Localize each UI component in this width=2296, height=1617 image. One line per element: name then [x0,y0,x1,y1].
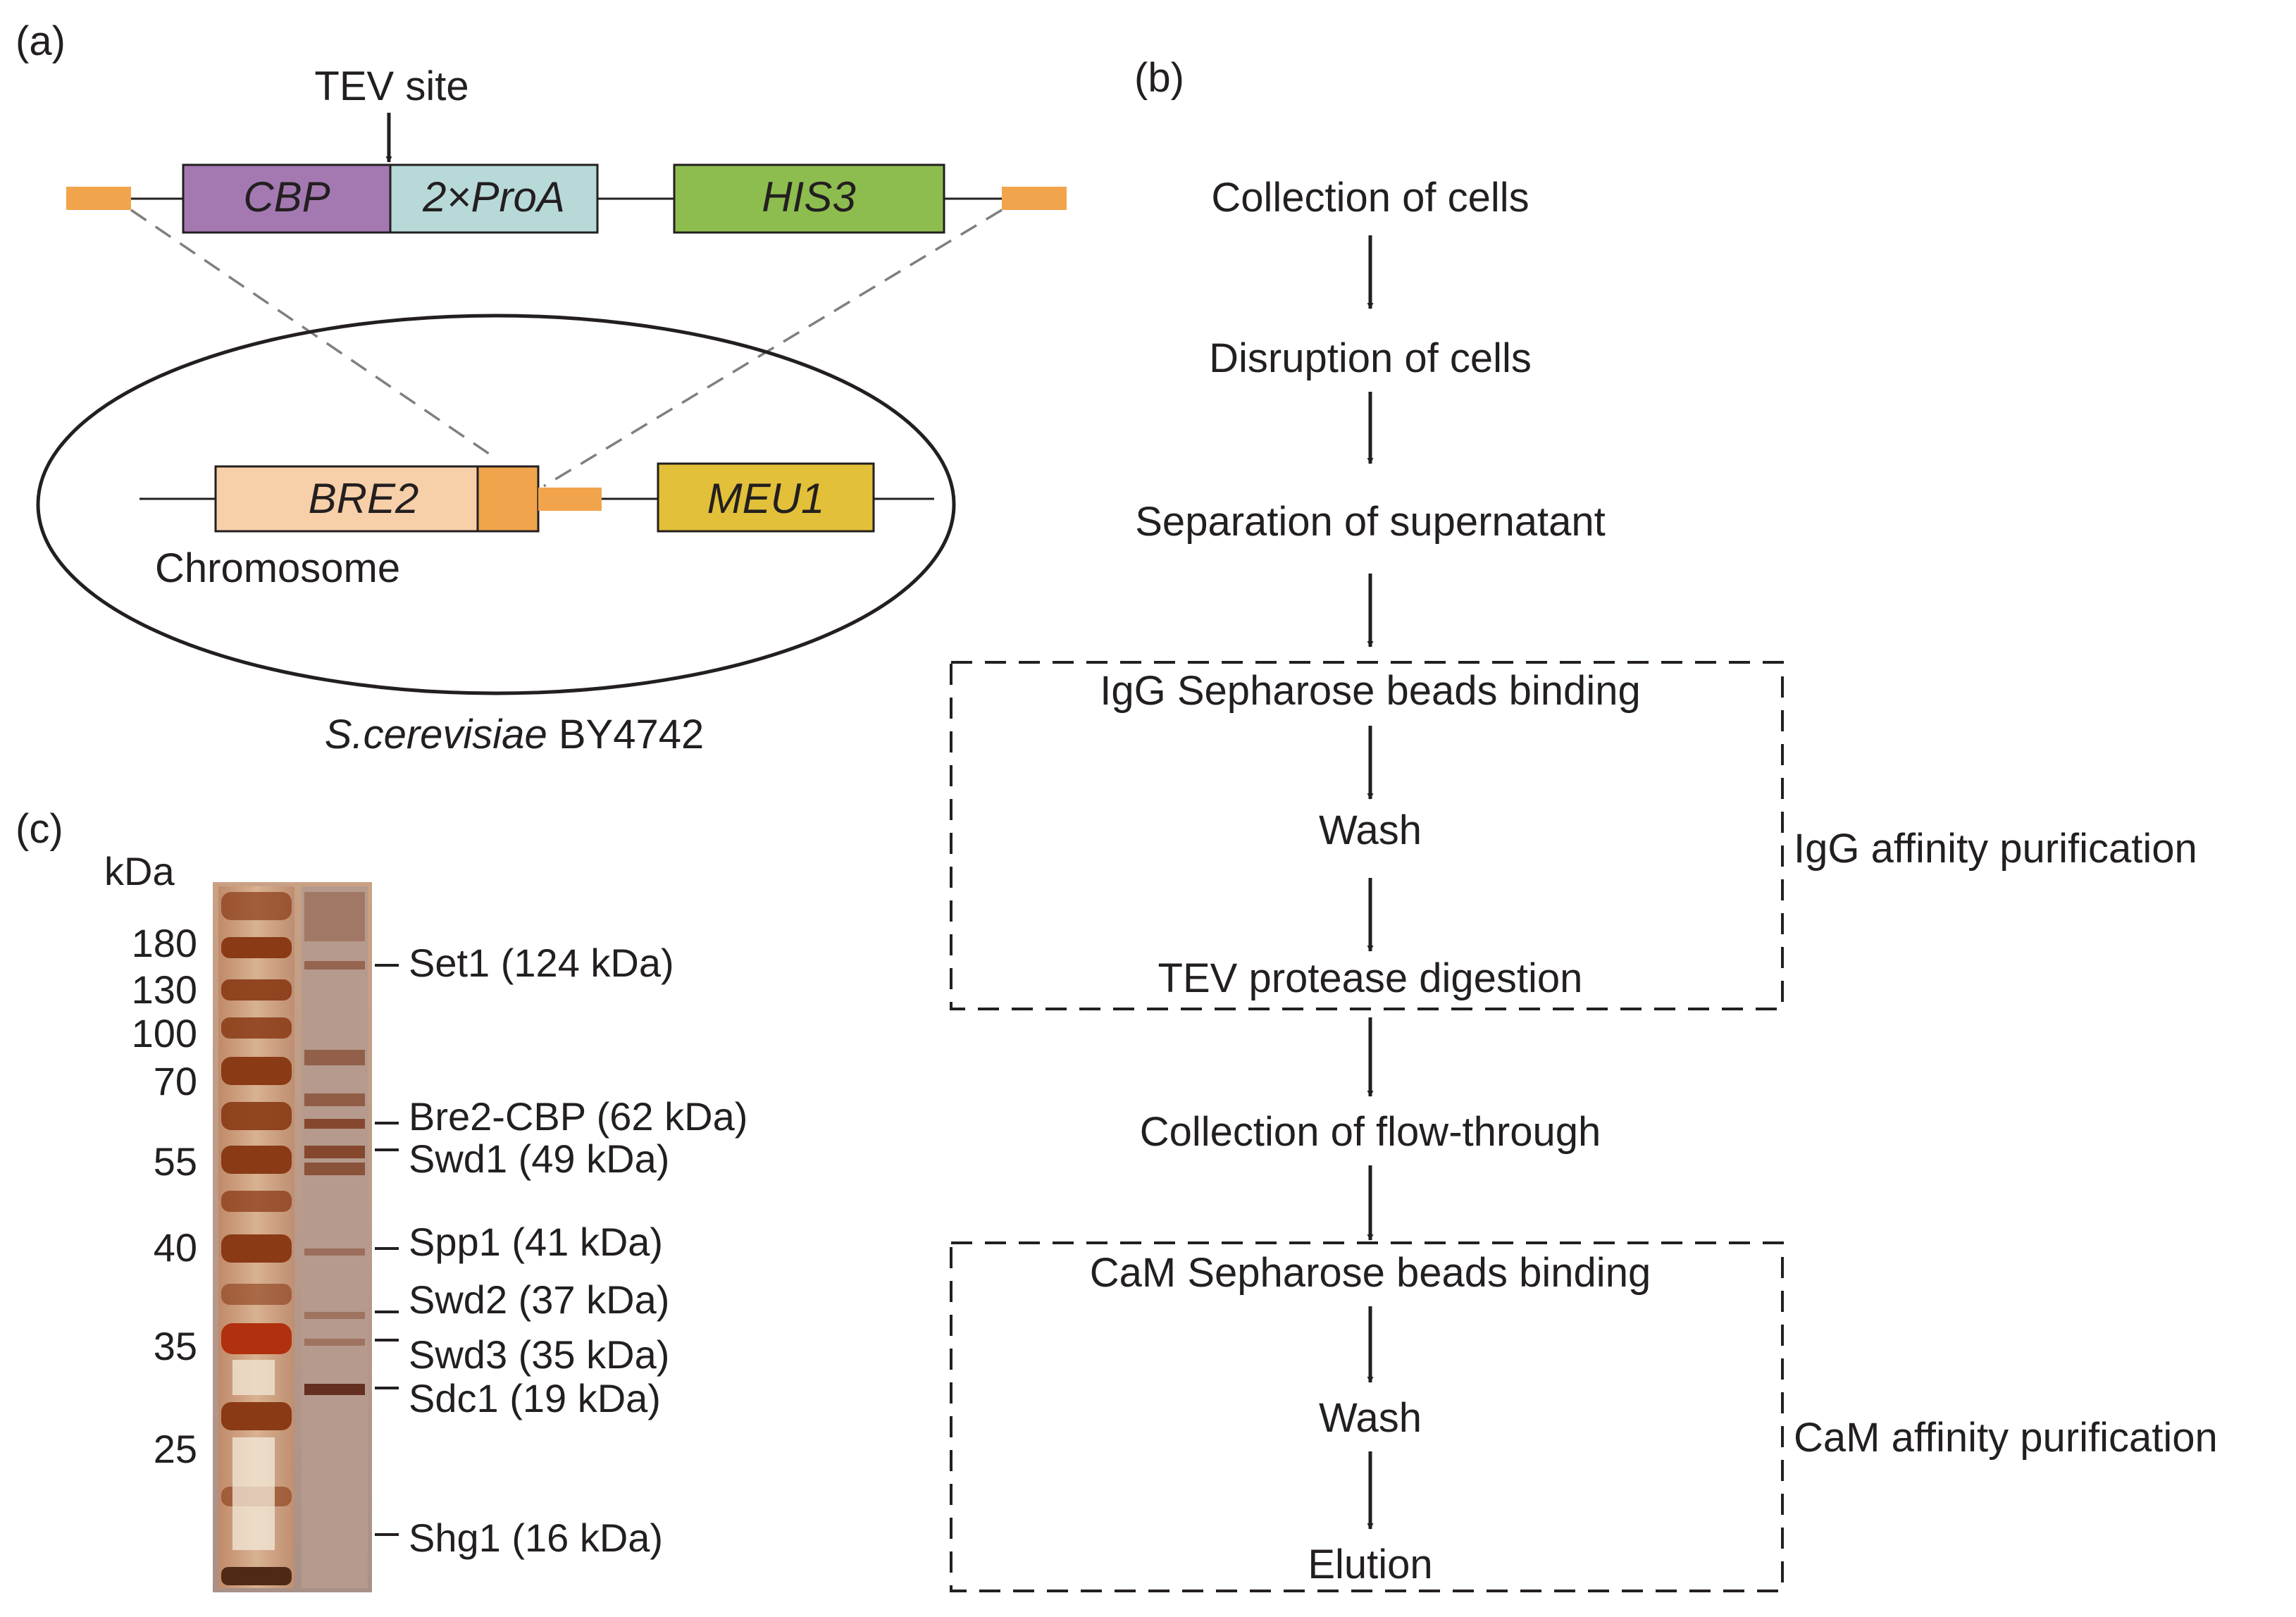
ladder-band [221,892,292,920]
sample-lane [302,886,368,1588]
marker-label: 40 [154,1225,197,1270]
proa-tag-box [389,163,599,234]
meu1-label: MEU1 [707,475,825,522]
strain-label: S.cerevisiae BY4742 [325,712,704,757]
cell-ellipse [36,314,956,695]
band-label-swd1: Swd1 (49 kDa) [409,1136,669,1181]
sample-band [304,1050,365,1065]
band-ticks [375,964,399,1536]
band-label-shg1: Shg1 (16 kDa) [409,1516,663,1560]
band-labels: Set1 (124 kDa) Bre2-CBP (62 kDa) Swd1 (4… [409,941,747,1560]
marker-label: 25 [154,1427,197,1471]
marker-label: 130 [132,967,197,1012]
panel-a: (a) TEV site CBP 2×ProA HIS3 BRE2 MEU1 C… [15,18,1067,757]
strain-name: BY4742 [547,712,705,757]
sample-band [304,1163,365,1175]
sample-band [304,892,365,941]
band-label-spp1: Spp1 (41 kDa) [409,1220,663,1264]
ladder-band [221,1323,292,1354]
band-label-swd3: Swd3 (35 kDa) [409,1332,669,1377]
sample-band [304,1249,365,1256]
ladder-band [221,1284,292,1305]
insertion-site-box [476,465,540,533]
ladder-band [221,1191,292,1212]
sample-band [304,1146,365,1158]
step-separation-of-supernatant: Separation of supernatant [1135,499,1605,545]
homology-arm-left [66,187,131,210]
recombination-line-right [543,209,1003,488]
step-tev-digestion: TEV protease digestion [1158,955,1583,1001]
flank-region-box [538,488,602,511]
band-label-bre2-cbp: Bre2-CBP (62 kDa) [409,1094,747,1139]
bre2-label: BRE2 [309,475,419,522]
ladder-band [221,979,292,1000]
cam-group-label: CaM affinity purification [1794,1415,2218,1461]
ladder-band [221,1234,292,1263]
step-igg-binding: IgG Sepharose beads binding [1100,668,1640,714]
tev-site-label: TEV site [314,63,468,109]
sample-band [304,1384,365,1395]
step-wash-2: Wash [1319,1395,1422,1441]
igg-group-label: IgG affinity purification [1794,826,2197,872]
marker-labels: 180 130 100 70 55 40 35 25 [132,921,197,1471]
ladder-light-region [232,1360,275,1395]
sample-band [304,1119,365,1129]
strain-species: S.cerevisiae [325,712,547,757]
band-label-sdc1: Sdc1 (19 kDa) [409,1376,661,1420]
step-wash-1: Wash [1319,807,1422,853]
his3-label: HIS3 [762,173,855,221]
chromosome-label: Chromosome [155,545,400,591]
step-elution: Elution [1308,1542,1432,1587]
marker-label: 55 [154,1139,197,1184]
sample-band [304,1339,365,1346]
panel-a-label: (a) [15,18,66,64]
panel-c-label: (c) [15,806,63,852]
igg-group-box [950,661,1784,1010]
ladder-band [221,1017,292,1039]
sample-band [304,1312,365,1319]
step-collection-of-cells: Collection of cells [1211,175,1529,221]
ladder-band [221,1146,292,1174]
step-disruption-of-cells: Disruption of cells [1209,335,1532,381]
marker-label: 100 [132,1011,197,1055]
band-label-set1: Set1 (124 kDa) [409,941,674,985]
gel-image [213,882,372,1592]
ladder-band [221,1402,292,1430]
step-collection-of-flow-through: Collection of flow-through [1140,1109,1601,1155]
kda-unit-label: kDa [104,849,175,893]
band-label-swd2: Swd2 (37 kDa) [409,1277,669,1322]
his3-marker-box [673,163,945,234]
homology-arm-right [1002,187,1067,210]
ladder-light-region [232,1437,275,1550]
ladder-band [221,1057,292,1085]
marker-label: 70 [154,1059,197,1103]
meu1-gene-box [657,462,875,533]
panel-b: (b) Collection of cells Disruption of ce… [950,55,2218,1592]
sample-band [304,961,365,969]
sample-band [304,1094,365,1106]
proa-label: 2×ProA [422,173,565,221]
panel-c: (c) kDa 180 130 100 70 55 40 35 25 [15,806,747,1592]
ladder-band [221,1567,292,1585]
step-cam-binding: CaM Sepharose beads binding [1090,1250,1651,1296]
panel-b-label: (b) [1134,55,1184,101]
ladder-band [221,937,292,958]
cbp-tag-box [182,163,392,234]
marker-label: 35 [154,1324,197,1368]
sample-bands [304,892,365,1395]
cbp-label: CBP [243,173,330,221]
ladder-band [221,1102,292,1130]
cam-group-box [950,1241,1784,1592]
marker-label: 180 [132,921,197,965]
